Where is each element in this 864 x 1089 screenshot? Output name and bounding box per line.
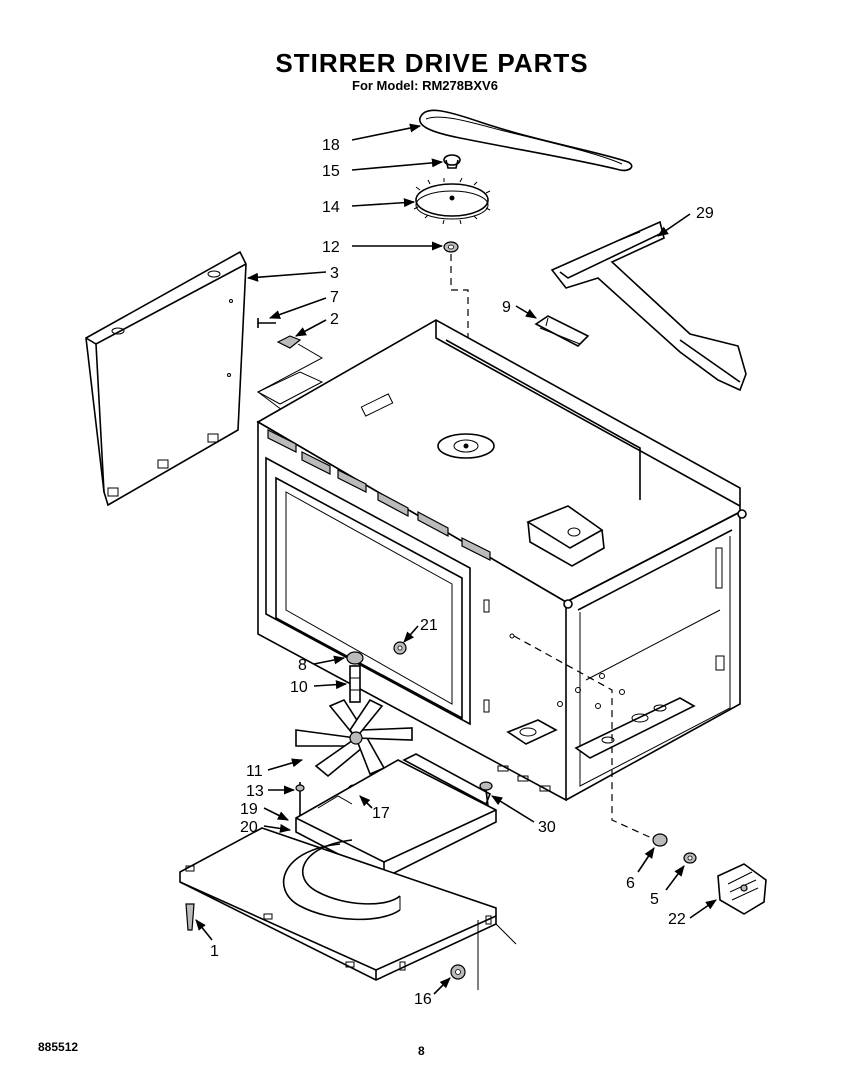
part-11-stirrer-blade <box>295 698 413 778</box>
callout-19: 19 <box>240 801 258 818</box>
part-19-20-shroud-bracket <box>295 753 497 879</box>
part-10-shaft <box>349 665 361 703</box>
part-9-connector <box>534 315 590 347</box>
callout-16: 16 <box>414 991 432 1008</box>
part-3-side-panel <box>85 250 247 507</box>
page-number: 8 <box>418 1044 425 1058</box>
part-8-bearing <box>346 651 364 665</box>
part-16-foot <box>450 964 466 980</box>
callout-11: 11 <box>246 763 263 780</box>
model-line: For Model: RM278BXV6 <box>352 78 498 93</box>
part-1-bottom-plate <box>179 827 497 981</box>
callout-15: 15 <box>322 163 340 180</box>
callout-14: 14 <box>322 199 340 216</box>
callout-3: 3 <box>330 265 339 282</box>
part-12-washer <box>443 241 459 253</box>
clip-guide-line <box>257 343 324 417</box>
callout-7: 7 <box>330 289 339 306</box>
callout-1: 1 <box>210 943 219 960</box>
model-number: RM278BXV6 <box>422 78 498 93</box>
part-30-screw <box>479 781 493 807</box>
callout-20: 20 <box>240 819 258 836</box>
callout-18: 18 <box>322 137 340 154</box>
callout-12: 12 <box>322 239 340 256</box>
part-21-grommet <box>393 641 407 655</box>
part-5-washer <box>683 852 697 864</box>
part-2-clip <box>276 335 302 349</box>
part-22-switch <box>717 863 767 915</box>
callout-9: 9 <box>502 299 511 316</box>
oven-cabinet <box>256 319 747 802</box>
part-29-duct-cover <box>550 220 747 392</box>
callout-29: 29 <box>696 205 714 222</box>
model-prefix: For Model: <box>352 78 419 93</box>
callout-17: 17 <box>372 805 390 822</box>
callout-5: 5 <box>650 891 659 908</box>
part-15-cap <box>443 154 461 169</box>
callout-8: 8 <box>298 657 307 674</box>
part-6-nut <box>652 833 668 847</box>
callout-21: 21 <box>420 617 438 634</box>
stirrer-axis-line <box>450 254 469 440</box>
callout-6: 6 <box>626 875 635 892</box>
part-13-screw <box>295 782 305 820</box>
wiring-guide-line <box>513 635 657 841</box>
callout-labels: 18 15 14 12 3 7 2 29 9 21 8 10 11 13 17 … <box>210 137 714 1008</box>
page-title: STIRRER DRIVE PARTS <box>275 48 589 78</box>
part-18-belt <box>419 109 633 172</box>
part-14-pulley <box>413 177 491 225</box>
callout-10: 10 <box>290 679 308 696</box>
callout-13: 13 <box>246 783 264 800</box>
foot-guide-lines <box>477 920 517 990</box>
callout-2: 2 <box>330 311 339 328</box>
callout-22: 22 <box>668 911 686 928</box>
document-number: 885512 <box>38 1040 79 1054</box>
leader-lines <box>195 123 717 995</box>
part-7-screw <box>257 318 276 328</box>
callout-30: 30 <box>538 819 556 836</box>
